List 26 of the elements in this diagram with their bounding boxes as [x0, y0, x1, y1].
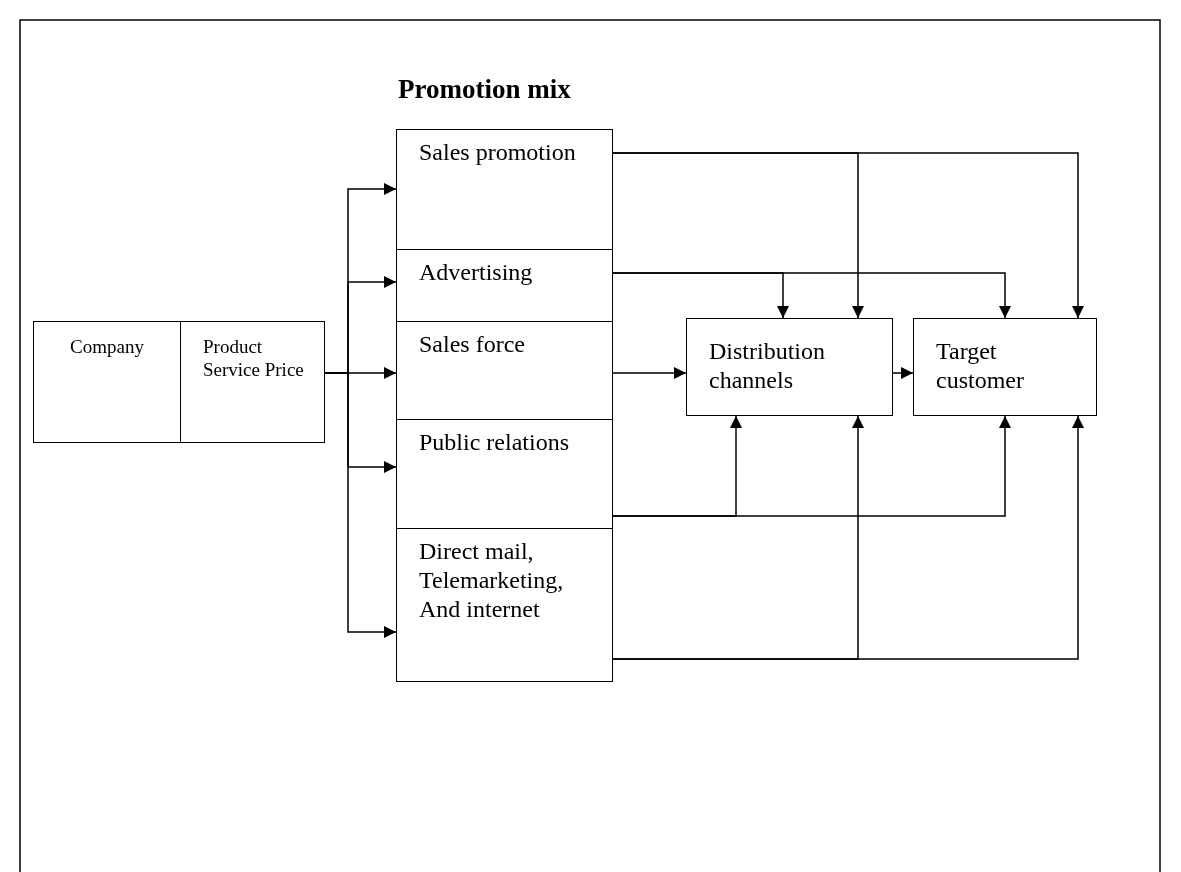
destination-box	[686, 318, 893, 416]
arrow	[612, 415, 1011, 517]
node-label: Distribution channels	[709, 337, 826, 395]
node-label: Public relations	[419, 428, 570, 457]
entity-box	[180, 321, 325, 443]
node-label: Sales promotion	[419, 138, 577, 167]
arrow	[612, 367, 687, 379]
destination-box	[913, 318, 1097, 416]
arrow	[892, 367, 914, 379]
node-label: Direct mail, Telemarketing, And internet	[419, 537, 565, 624]
promotion-tool-box	[396, 129, 613, 250]
promotion-tool-box	[396, 528, 613, 682]
promotion-tool-box	[396, 419, 613, 529]
node-label: Advertising	[419, 258, 534, 287]
promotion-tool-box	[396, 321, 613, 420]
node-label: Company	[69, 336, 145, 359]
promotion-tool-box	[396, 249, 613, 322]
node-label: Product Service Price	[203, 336, 305, 382]
node-label: Sales force	[419, 330, 526, 359]
arrow	[612, 415, 1084, 660]
arrow	[324, 372, 397, 638]
node-label: Target customer	[936, 337, 1025, 395]
arrow	[612, 272, 1011, 319]
arrow	[612, 152, 1084, 319]
entity-box	[33, 321, 181, 443]
diagram-title: Promotion mix	[398, 74, 571, 105]
